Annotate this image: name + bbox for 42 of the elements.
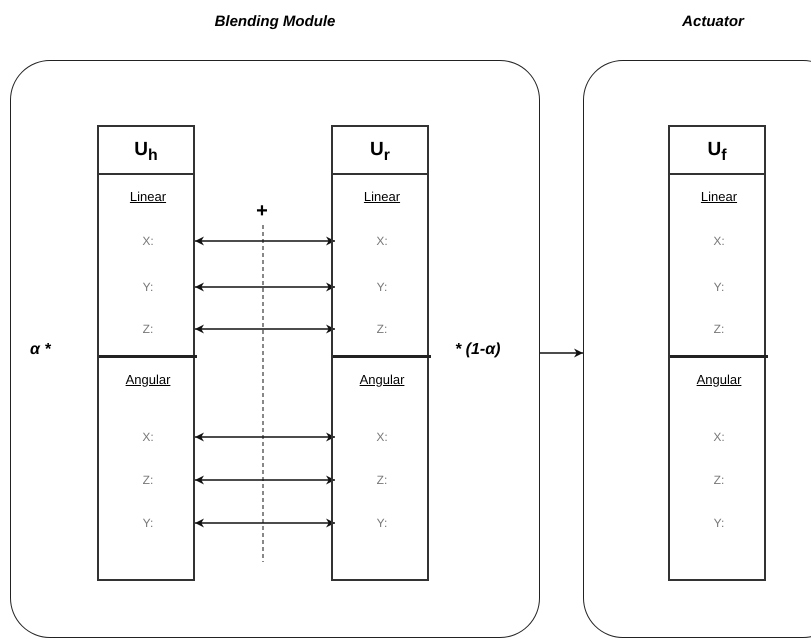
row-label: X:	[335, 226, 429, 256]
arrow	[195, 236, 335, 246]
arrow	[195, 324, 335, 334]
arrow	[195, 282, 335, 292]
row-label: X:	[672, 226, 766, 256]
row-label: Z:	[335, 314, 429, 344]
arrow	[195, 476, 335, 484]
row-label: Y:	[335, 508, 429, 538]
table-header: U$_{f}$	[670, 127, 764, 175]
operator-label: +	[256, 200, 268, 223]
row-label: X:	[101, 226, 195, 256]
container-title: Blending Module	[214, 13, 336, 30]
row-label: Z:	[672, 314, 766, 344]
section-heading: Linear	[362, 189, 402, 204]
section-heading: Linear	[700, 189, 738, 204]
row-label: X:	[335, 422, 429, 452]
row-label: X:	[101, 422, 195, 452]
section-heading: Angular	[124, 372, 172, 387]
row-label: X:	[672, 422, 766, 452]
section-heading: Angular	[696, 372, 742, 387]
table-header: U$_{r}$	[333, 127, 427, 175]
arrow	[540, 348, 583, 358]
vector-table	[668, 125, 766, 581]
table-header: U$_{h}$	[99, 127, 193, 175]
vector-table	[97, 125, 195, 581]
row-label: Y:	[101, 508, 195, 538]
arrow	[195, 518, 335, 528]
vector-table	[331, 125, 429, 581]
row-label: Y:	[335, 272, 429, 302]
arrow	[195, 432, 335, 442]
row-label: Y:	[101, 272, 195, 302]
weight-label: α *	[30, 341, 51, 359]
row-label: Z:	[101, 314, 195, 344]
row-label: Y:	[672, 508, 766, 538]
row-label: Y:	[672, 272, 766, 302]
weight-label: * (1-α)	[455, 341, 500, 359]
section-heading: Angular	[358, 372, 406, 387]
row-label: Z:	[335, 465, 429, 495]
row-label: Z:	[672, 465, 766, 495]
row-label: Z:	[101, 465, 195, 495]
container-title: Actuator	[681, 13, 746, 30]
section-heading: Linear	[128, 189, 168, 204]
